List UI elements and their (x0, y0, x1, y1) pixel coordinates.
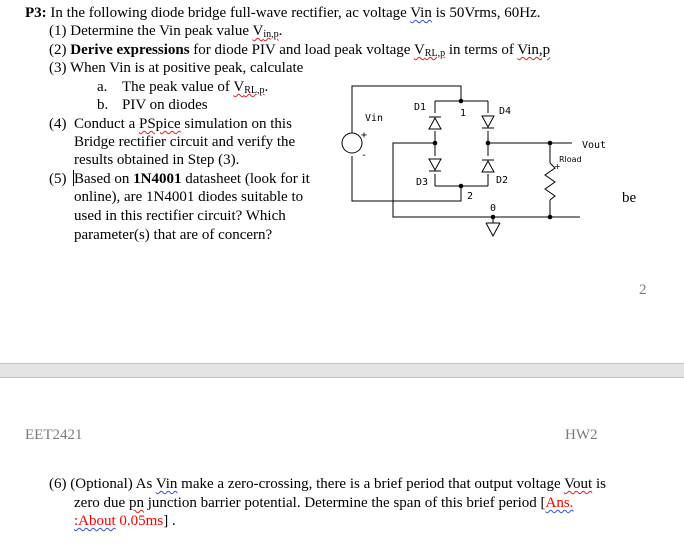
item-5-line4: parameter(s) that are of concern? (74, 227, 273, 243)
source-label: Vin (365, 113, 383, 124)
item-3b-text: PIV on diodes (122, 97, 208, 113)
node-2-label: 2 (467, 191, 473, 202)
diode-d2-icon (481, 156, 495, 174)
item-4-line3: results obtained in Step (3). (74, 152, 240, 168)
vin-word: Vin (410, 5, 432, 21)
item-5-line3: used in this rectifier circuit? Which (74, 208, 286, 224)
item-3a-text: The peak value of VRL,p. (122, 79, 269, 96)
vin-peak-var: Vin,p (252, 23, 279, 40)
d2-label: D2 (496, 175, 508, 186)
item-5-line2: online), are 1N4001 diodes suitable to (74, 189, 304, 205)
item-6-line3: :About 0.05ms] . (74, 513, 176, 529)
node-0-label: 0 (490, 203, 496, 214)
item-3: (3) When Vin is at positive peak, calcul… (49, 60, 304, 76)
d1-label: D1 (414, 102, 426, 113)
diode-d4-icon (481, 113, 495, 131)
ac-source-icon (341, 132, 363, 154)
diode-d1-icon (428, 113, 442, 131)
page-number: 2 (639, 282, 647, 298)
rload-label: Rload (559, 155, 582, 164)
vrl-peak-var: VRL,p (413, 42, 446, 59)
d3-label: D3 (416, 177, 428, 188)
source-minus: - (361, 150, 367, 161)
source-plus: + (361, 130, 367, 141)
item-6-line2: zero due pn junction barrier potential. … (74, 495, 574, 511)
item-3b: b. (97, 97, 109, 113)
item-4-line1: Conduct a PSpice simulation on this (74, 116, 292, 132)
vrl-peak-var-a: VRL,p (233, 79, 265, 96)
pspice-word: PSpice (139, 116, 181, 132)
footer-left: EET2421 (25, 427, 83, 443)
vin-p-var: Vin,p (517, 42, 551, 58)
item-6-line1: (6) (Optional) As Vin make a zero-crossi… (49, 476, 606, 492)
item-5-num: (5) (49, 171, 67, 187)
d4-label: D4 (499, 106, 511, 117)
item-3a: a. (97, 79, 108, 95)
problem-intro: P3: In the following diode bridge full-w… (25, 5, 541, 21)
vout-label: Vout (582, 140, 606, 151)
problem-label: P3: (25, 5, 47, 21)
item-5-line1: Based on 1N4001 datasheet (look for it (73, 170, 310, 187)
item-4-num: (4) (49, 116, 67, 132)
item-4-line2: Bridge rectifier circuit and verify the (74, 134, 296, 150)
node-1-label: 1 (460, 108, 466, 119)
page-break-separator (0, 363, 684, 378)
rload-plus: + (554, 162, 561, 171)
text-cursor (73, 170, 74, 186)
answer-value: 0.05ms (115, 513, 164, 529)
answer-label: Ans. (545, 495, 574, 511)
item-2: (2) Derive expressions for diode PIV and… (49, 42, 551, 59)
item-1: (1) Determine the Vin peak value Vin,p. (49, 23, 283, 40)
stray-text: be (622, 190, 637, 206)
diode-d3-icon (428, 156, 442, 174)
junction-dots (432, 98, 553, 220)
footer-right: HW2 (565, 427, 598, 443)
